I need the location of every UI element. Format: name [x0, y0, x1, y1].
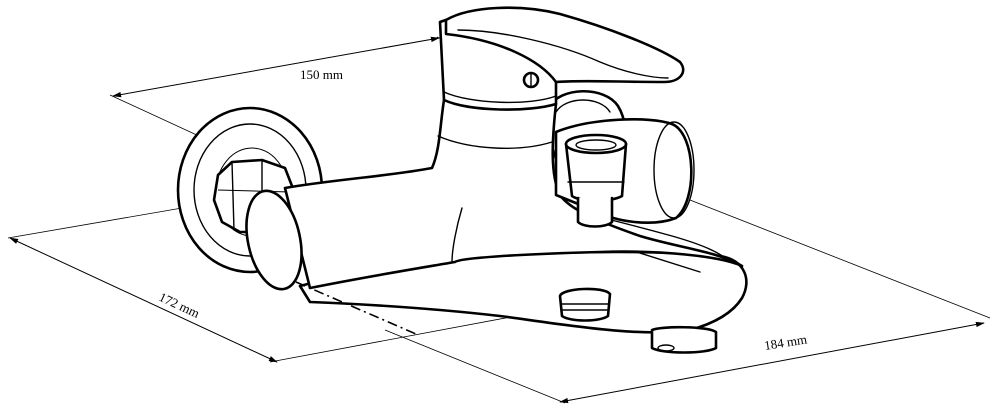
left-end-cap [245, 189, 303, 291]
lever-handle-inner-edge [457, 29, 669, 79]
right-flange-inner [555, 99, 611, 113]
outlet-fittings [558, 287, 718, 354]
lever-handle-assembly [438, 6, 685, 111]
mixer-body-base-curve [451, 207, 463, 263]
diverter-stem [576, 196, 614, 228]
collar-ring [443, 91, 557, 104]
dimension-label-width: 150 mm [300, 67, 343, 82]
bottom-connector [558, 287, 612, 322]
aerator-ring [657, 344, 675, 352]
dimension-line-spout [559, 321, 985, 404]
dimension-line-depth [9, 237, 278, 363]
aerator [650, 325, 718, 354]
mixer-body-outline [283, 98, 744, 290]
extension-line-front [384, 329, 566, 404]
extension-line-back [689, 199, 991, 319]
left-end-cap-face [245, 189, 303, 291]
dimension-line-width [112, 36, 440, 98]
mixer-body-waist [437, 135, 553, 149]
dimension-spout: 184 mm [384, 199, 991, 404]
lever-handle [444, 6, 685, 84]
spout-center-line [295, 281, 417, 335]
right-housing-end [653, 121, 695, 219]
mixer-body [283, 98, 744, 290]
left-nut-edge-1 [231, 161, 235, 231]
diverter-assembly [554, 118, 695, 228]
diverter-knob-top-inner [575, 139, 617, 151]
left-nut-edge-3 [217, 189, 291, 193]
dimension-label-spout: 184 mm [763, 331, 808, 353]
